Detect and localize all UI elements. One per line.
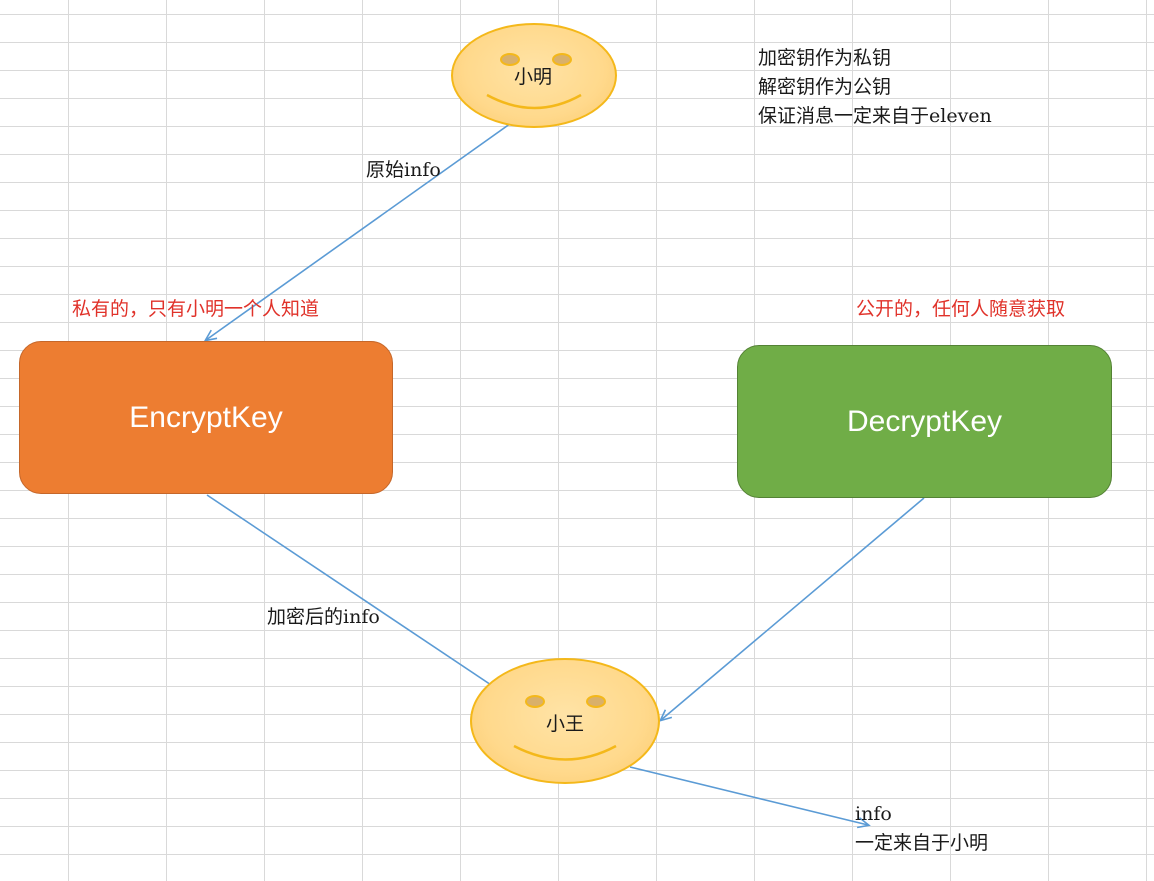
result-note: info 一定来自于小明 [855,800,988,858]
result-line: 一定来自于小明 [855,832,989,854]
result-line: info [855,803,892,825]
encrypt-key-box: EncryptKey [19,341,393,494]
key-roles-line: 保证消息一定来自于eleven [758,105,992,127]
receiver-smiley: 小王 [470,658,660,784]
arrow-decryptkey-to-receiver [658,497,925,722]
receiver-smile-icon [513,744,617,761]
receiver-name: 小王 [546,713,585,735]
sender-smile-icon [486,93,582,110]
arrow-sender-to-encryptkey [203,115,522,342]
key-roles-note: 加密钥作为私钥 解密钥作为公钥 保证消息一定来自于eleven [758,44,992,131]
sender-left-eye-icon [500,53,520,66]
arrow-encryptkey-to-receiver [206,494,536,715]
receiver-left-eye-icon [525,695,545,708]
key-roles-line: 解密钥作为公钥 [758,76,892,98]
original-info-label: 原始info [366,159,441,181]
sender-smiley: 小明 [451,23,617,128]
sender-right-eye-icon [552,53,572,66]
private-key-description: 私有的，只有小明一个人知道 [72,298,320,320]
encrypted-info-label: 加密后的info [267,606,380,628]
arrow-receiver-to-result [629,766,871,829]
receiver-right-eye-icon [586,695,606,708]
decrypt-key-label: DecryptKey [846,404,1003,438]
encrypt-key-label: EncryptKey [129,400,283,434]
key-roles-line: 加密钥作为私钥 [758,47,892,69]
decrypt-key-box: DecryptKey [737,345,1112,498]
public-key-description: 公开的，任何人随意获取 [856,298,1066,320]
sender-name: 小明 [514,66,553,88]
